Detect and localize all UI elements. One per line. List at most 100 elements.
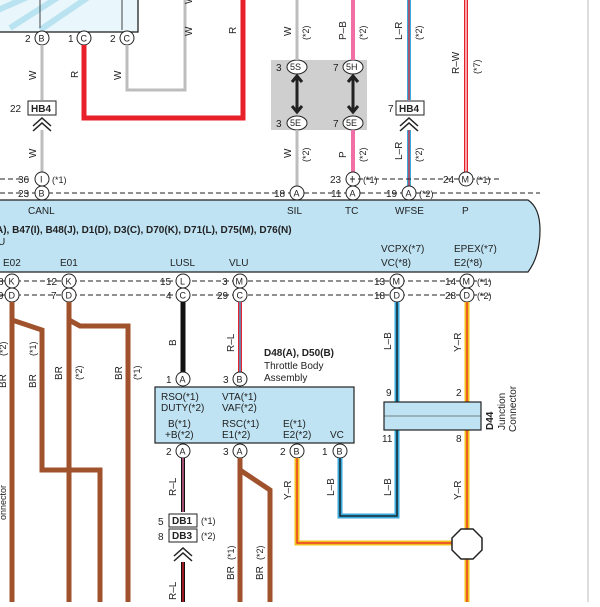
ecu-band: CANL SIL TC WFSE P A), B47(I), B48(J), D…: [0, 199, 541, 273]
note-label: (*2): [255, 545, 265, 560]
pin-number: 4: [166, 291, 172, 302]
pin-number: 3: [223, 447, 229, 458]
pin-number: 8: [0, 277, 4, 288]
note-label: (*1): [52, 175, 67, 185]
pin-letter: C: [81, 34, 88, 44]
pin-letter: 5S: [290, 62, 301, 72]
pin-number: 14: [445, 277, 457, 288]
ecu-top-pins: 36 I (*1) 23 B 18 A 23 I (*1) 11 A 19 A …: [0, 171, 540, 201]
pin-letter: B: [237, 375, 243, 385]
pin-letter: B: [39, 189, 45, 199]
wire-label: R–W: [451, 51, 462, 74]
upper-pin-row: 2 B 1 C 2 C: [25, 30, 135, 46]
pin-letter: M: [393, 277, 401, 287]
wire-label: R–L: [168, 581, 179, 600]
wire-label: BR: [114, 366, 125, 380]
pin-letter: M: [236, 277, 244, 287]
terminal-label: E(*1): [283, 419, 306, 430]
pin-letter: A: [180, 375, 186, 385]
pin-number: 7: [333, 63, 339, 74]
pin-number: 19: [386, 189, 398, 200]
pin-letter: K: [66, 277, 72, 287]
throttle-body-assembly: D48(A), D50(B) Throttle Body Assembly 1 …: [154, 348, 355, 459]
ecu-title: A), B47(I), B48(J), D1(D), D3(C), D70(K)…: [0, 225, 292, 236]
note-label: (*1): [476, 175, 491, 185]
note-label: (*1): [477, 277, 492, 287]
ecu-bottom-pins: 8 K 9 D 12 K 7 D 15 L 4 C 3 M 29 C 13 M …: [0, 273, 492, 303]
connector-name: DB1: [172, 516, 192, 527]
pin-number: 5: [158, 517, 164, 528]
brown-wires: BR (*2) BR (*1) BR (*2) BR (*1) onnector: [0, 302, 142, 602]
component-name: D48(A), D50(B): [264, 348, 334, 359]
terminal-label: E2(*2): [283, 430, 311, 441]
pin-number: 3: [276, 63, 282, 74]
wire-label: P–B: [338, 21, 349, 40]
ecu-terminal-label: EPEX(*7): [454, 244, 497, 255]
wire-label: Y–R: [453, 333, 464, 352]
note-label: (*2): [419, 189, 434, 199]
pin-letter: B: [337, 447, 343, 457]
pin-number: 2: [110, 34, 116, 45]
component-desc: Assembly: [264, 373, 307, 384]
pin-letter: M: [463, 277, 471, 287]
connector-name: HB4: [31, 104, 51, 115]
pin-letter: M: [462, 175, 470, 185]
pin-letter: C: [237, 291, 244, 301]
ecu-terminal-label: VCPX(*7): [381, 244, 424, 255]
hb4-connector-left: 22 HB4: [10, 100, 57, 132]
pin-number: 23: [18, 189, 30, 200]
pin-number: 28: [445, 291, 457, 302]
pin-letter: I: [40, 175, 43, 185]
wire-label: W: [28, 148, 39, 158]
ecu-terminal-label: CANL: [28, 206, 55, 217]
pin-number: 22: [10, 104, 22, 115]
pin-number: 24: [443, 175, 455, 186]
connector-label: onnector: [0, 485, 8, 520]
pin-number: 3: [276, 119, 282, 130]
wire-label: W: [283, 148, 294, 158]
wire-label: L–B: [383, 332, 394, 350]
pin-letter: C: [180, 291, 187, 301]
pin-number: 7: [388, 104, 394, 115]
pin-number: 7: [51, 291, 57, 302]
ecu-terminal-label: E02: [3, 258, 21, 269]
wire-label: R–L: [168, 477, 179, 496]
wire-label: BR: [28, 374, 39, 388]
note-label: (*2): [301, 25, 311, 40]
pin-number: 9: [0, 291, 4, 302]
note-label: (*2): [414, 25, 424, 40]
wire-label: BR: [54, 366, 65, 380]
note-label: (*1): [201, 516, 216, 526]
wire-label: W: [113, 70, 124, 80]
pin-number: 3: [223, 375, 229, 386]
pin-number: 2: [25, 34, 31, 45]
pin-letter: 5E: [346, 118, 357, 128]
terminal-label: DUTY(*2): [161, 403, 204, 414]
wire-label: R: [228, 27, 239, 34]
pin-number: 18: [374, 291, 386, 302]
pin-letter: 5E: [290, 118, 301, 128]
pin-number: 13: [374, 277, 386, 288]
pin-number: 29: [217, 291, 229, 302]
note-label: (*1): [28, 341, 38, 356]
wire-label: W: [184, 0, 195, 4]
wire-label: W: [28, 70, 39, 80]
terminal-label: RSO(*1): [161, 392, 199, 403]
component-desc: Connector: [508, 385, 519, 432]
pin-number: 2: [280, 447, 286, 458]
pin-number: 36: [18, 175, 30, 186]
pin-letter: A: [406, 189, 412, 199]
component-name: D44: [485, 411, 496, 430]
ecu-title-cont: U: [0, 237, 5, 248]
pin-letter: A: [294, 189, 300, 199]
note-label: (*2): [201, 531, 216, 541]
pin-number: 8: [456, 434, 462, 445]
top-left-wires: W W R R W W W: [28, 0, 246, 172]
pin-number: 1: [166, 375, 172, 386]
pin-letter: A: [180, 447, 186, 457]
connector-name: HB4: [399, 104, 419, 115]
throttle-signal-wires: B R–L: [168, 302, 242, 372]
terminal-label: +B(*2): [165, 430, 194, 441]
wire-label: L–R: [394, 142, 405, 160]
